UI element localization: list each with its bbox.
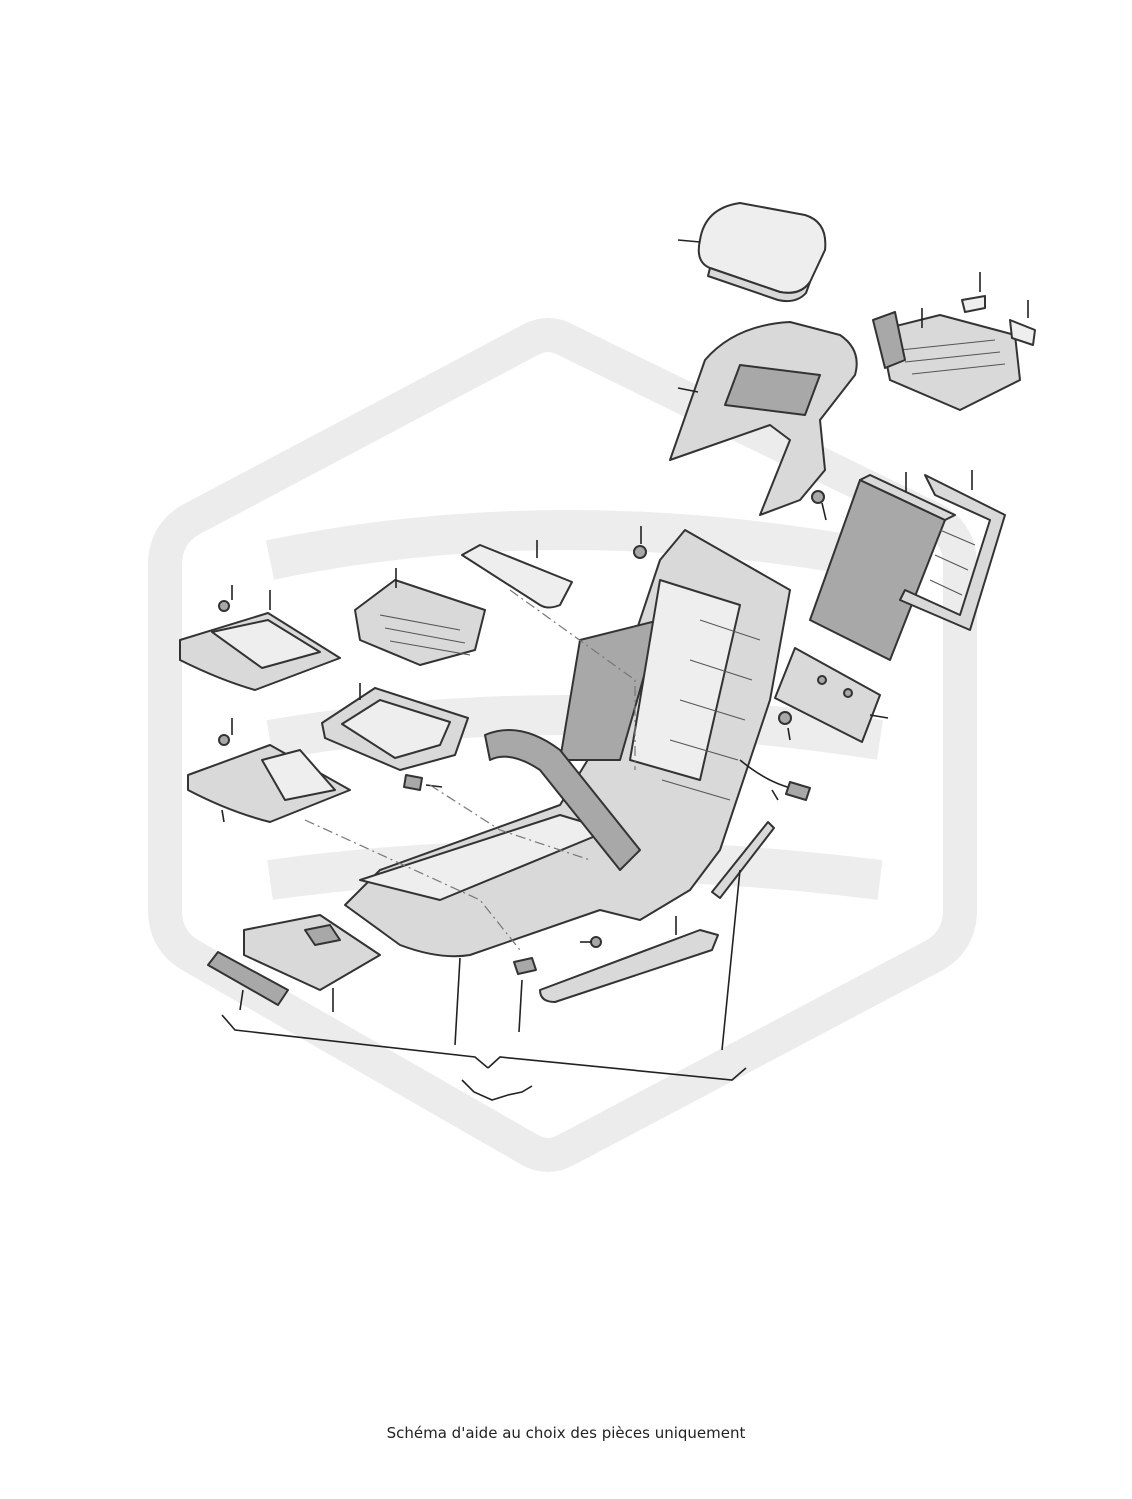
frame-insert bbox=[321, 683, 469, 771]
storage-box-insert bbox=[354, 568, 486, 666]
side-panel-cover bbox=[809, 472, 956, 661]
left-trim-panel-lower bbox=[187, 718, 351, 823]
clip bbox=[403, 774, 443, 791]
assembly-guide-lines bbox=[304, 589, 636, 951]
screw bbox=[778, 711, 792, 741]
charging-module bbox=[243, 914, 381, 1012]
clip bbox=[513, 957, 537, 1033]
armrest-cushion-pad bbox=[677, 202, 827, 303]
screw bbox=[633, 526, 647, 559]
disclaimer-caption: Schéma d'aide au choix des pièces unique… bbox=[386, 1424, 746, 1442]
screw bbox=[580, 936, 602, 948]
center-console-body bbox=[344, 529, 791, 1046]
storage-tray-unit bbox=[872, 272, 1036, 411]
screw bbox=[811, 490, 827, 521]
gas-strut bbox=[711, 821, 775, 1051]
side-rail-trim bbox=[539, 916, 719, 1003]
upper-cover-pad bbox=[461, 540, 573, 609]
bezel-strip bbox=[207, 951, 289, 1011]
trim-strip bbox=[774, 647, 889, 743]
wiring-harness bbox=[739, 759, 811, 801]
frame-bracket bbox=[899, 470, 1006, 631]
left-trim-panel-upper bbox=[179, 585, 341, 691]
group-bracket bbox=[221, 1014, 747, 1101]
armrest-lid-shell bbox=[669, 321, 858, 516]
